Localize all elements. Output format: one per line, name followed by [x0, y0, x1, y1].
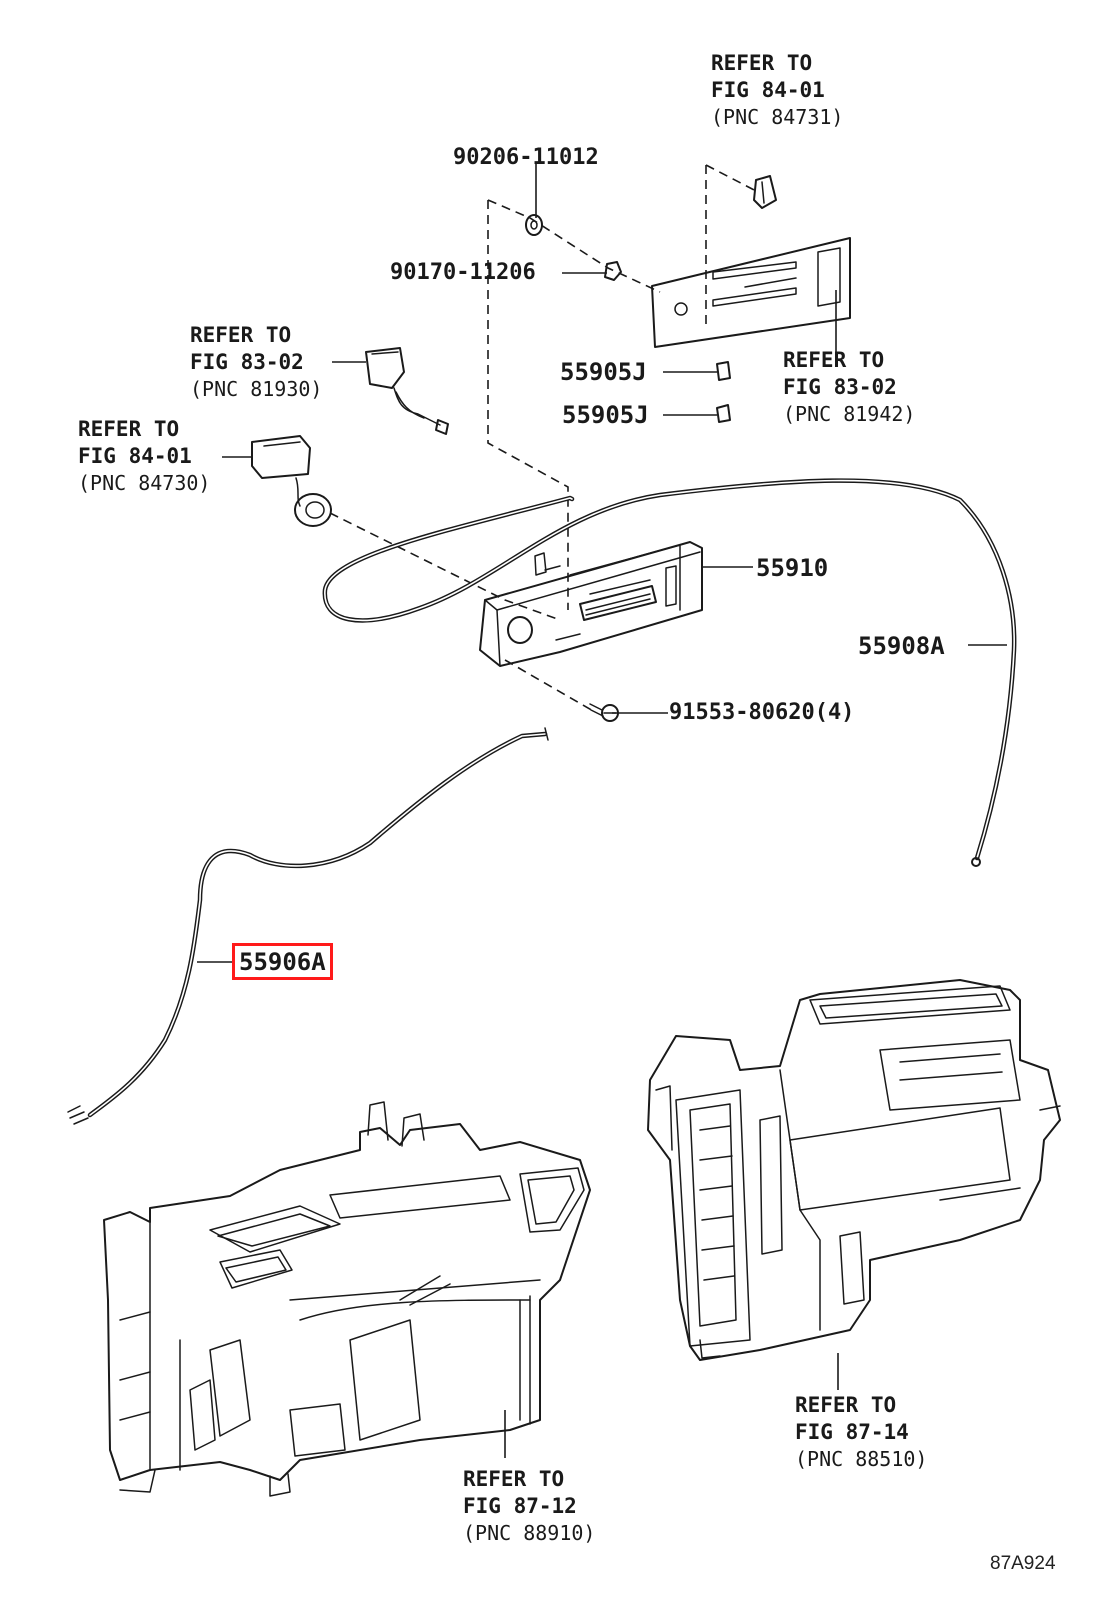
cable-55908A — [322, 478, 1017, 867]
nut-90170 — [604, 261, 622, 281]
ref-line-refer: REFER TO — [711, 51, 813, 75]
panel-81942 — [651, 237, 851, 348]
highlighted-part-label-55906A[interactable]: 55906A — [232, 943, 333, 980]
ref-callout-84731: REFER TO FIG 84-01 (PNC 84731) — [711, 50, 843, 131]
ref-line-pnc: (PNC 84730) — [78, 471, 211, 495]
ref-line-refer: REFER TO — [783, 348, 885, 372]
ref-line-fig: FIG 87-12 — [463, 1494, 577, 1518]
control-unit-55910 — [479, 541, 703, 667]
ref-line-pnc: (PNC 81930) — [190, 377, 323, 401]
leader-lines — [197, 163, 1007, 1458]
blower-unit-88510 — [647, 979, 1061, 1361]
bulb-socket-84730 — [251, 435, 332, 527]
ref-callout-88510: REFER TO FIG 87-14 (PNC 88510) — [795, 1392, 927, 1473]
ref-line-refer: REFER TO — [795, 1393, 897, 1417]
ref-line-fig: FIG 83-02 — [783, 375, 897, 399]
switch-81930 — [365, 347, 449, 435]
part-label-55905J-upper: 55905J — [560, 358, 647, 386]
assembly-dash-lines — [329, 164, 759, 713]
ref-callout-81942: REFER TO FIG 83-02 (PNC 81942) — [783, 347, 915, 428]
part-label-90170-11206: 90170-11206 — [390, 260, 536, 285]
ref-line-pnc: (PNC 84731) — [711, 105, 844, 129]
clip-ring-90206 — [525, 214, 543, 236]
ref-line-pnc: (PNC 88910) — [463, 1521, 596, 1545]
ref-line-fig: FIG 84-01 — [711, 78, 825, 102]
ref-callout-88910: REFER TO FIG 87-12 (PNC 88910) — [463, 1466, 595, 1547]
screw-91553 — [589, 703, 619, 722]
ref-line-refer: REFER TO — [78, 417, 180, 441]
ref-callout-81930: REFER TO FIG 83-02 (PNC 81930) — [190, 322, 322, 403]
part-label-91553-80620: 91553-80620(4) — [669, 700, 855, 725]
part-label-55908A: 55908A — [858, 632, 945, 660]
part-label-90206-11012: 90206-11012 — [453, 145, 599, 170]
heater-unit-88910 — [103, 1101, 591, 1497]
ref-callout-84730: REFER TO FIG 84-01 (PNC 84730) — [78, 416, 210, 497]
part-label-55905J-lower: 55905J — [562, 401, 649, 429]
cable-55906A — [67, 727, 549, 1125]
ref-line-pnc: (PNC 88510) — [795, 1447, 928, 1471]
ref-line-pnc: (PNC 81942) — [783, 402, 916, 426]
ref-line-fig: FIG 83-02 — [190, 350, 304, 374]
part-label-55910: 55910 — [756, 554, 829, 582]
ref-line-refer: REFER TO — [190, 323, 292, 347]
ref-line-refer: REFER TO — [463, 1467, 565, 1491]
figure-code: 87A924 — [990, 1553, 1056, 1574]
ref-line-fig: FIG 84-01 — [78, 444, 192, 468]
ref-line-fig: FIG 87-14 — [795, 1420, 909, 1444]
insert-55905J — [716, 361, 731, 423]
knob-84731 — [753, 175, 777, 209]
